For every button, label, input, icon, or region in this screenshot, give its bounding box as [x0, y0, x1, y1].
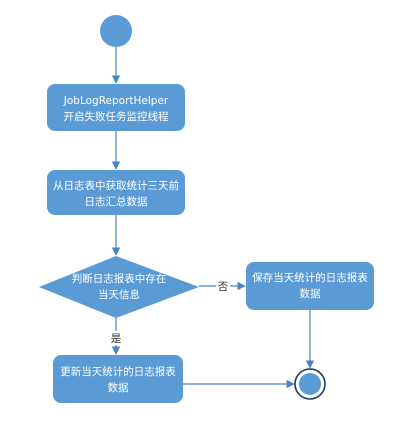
- decision-line1: 判断日志报表中存在: [72, 272, 167, 285]
- process-save-line2: 数据: [300, 287, 321, 300]
- process-init[interactable]: JobLogReportHelper 开启失败任务监控线程: [47, 84, 185, 131]
- process-fetch-line1: 从日志表中获取统计三天前: [53, 179, 179, 192]
- process-fetch[interactable]: 从日志表中获取统计三天前 日志汇总数据: [47, 170, 185, 215]
- no-label-bg: [216, 279, 230, 293]
- process-update-line1: 更新当天统计的日志报表: [60, 365, 176, 378]
- start-node[interactable]: [100, 15, 132, 47]
- decision-node[interactable]: 判断日志报表中存在 当天信息: [39, 256, 199, 318]
- edge-label-yes: 是: [111, 333, 122, 345]
- process-update[interactable]: 更新当天统计的日志报表 数据: [53, 355, 183, 403]
- end-node[interactable]: [294, 368, 326, 400]
- process-fetch-line2: 日志汇总数据: [85, 195, 148, 208]
- process-update-line2: 数据: [108, 381, 129, 394]
- decision-line2: 当天信息: [98, 288, 140, 301]
- process-init-line1: JobLogReportHelper: [63, 95, 169, 107]
- process-init-line2: 开启失败任务监控线程: [64, 110, 169, 123]
- edge-label-no: 否: [218, 281, 229, 293]
- process-save-line1: 保存当天统计的日志报表: [252, 271, 368, 284]
- yes-label-bg: [109, 331, 123, 345]
- process-save[interactable]: 保存当天统计的日志报表 数据: [246, 262, 374, 310]
